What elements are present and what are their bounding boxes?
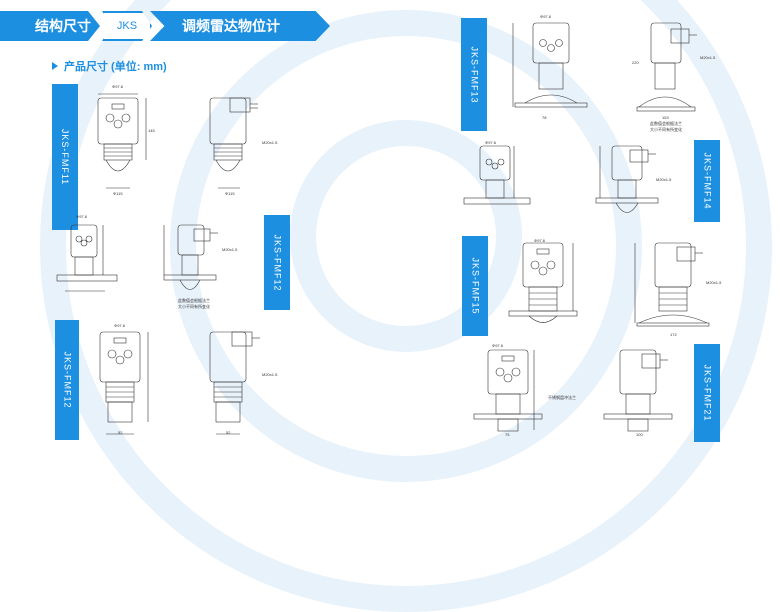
model-label-fmf15: JKS-FMF15	[462, 236, 488, 336]
drawing-fmf13-front	[512, 22, 588, 108]
dim-fmf12a-m20: M20x1.5	[222, 247, 238, 252]
drawing-fmf11-front	[97, 93, 147, 189]
note-stainless-flange: 不锈钢盘冲法兰	[548, 395, 576, 400]
note-flange-fmf12a: 此数值会根据法兰 大小不同有所变化	[178, 298, 210, 309]
drawing-fmf15-front	[508, 242, 578, 323]
dim-fmf12b-diameter: Φ97.6	[114, 323, 125, 328]
dim-fmf21-diameter: Φ97.6	[492, 343, 503, 348]
dim-fmf15-bottom: 172	[670, 332, 677, 337]
dim-fmf21-side-bottom: 100	[636, 432, 643, 437]
model-label-fmf21: JKS-FMF21	[694, 344, 720, 442]
dim-fmf14-m20: M20x1.5	[656, 177, 672, 182]
dim-fmf21-bottom: 75	[505, 432, 510, 437]
note-flange-fmf13: 此数值会根据法兰 大小不同有所变化	[650, 121, 682, 132]
model-label-fmf13: JKS-FMF13	[461, 18, 487, 131]
dim-fmf13-side-bottom: 153	[662, 115, 669, 120]
dim-fmf13-diameter: Φ97.6	[540, 14, 551, 19]
dim-fmf13-m20: M20x1.5	[700, 55, 716, 60]
drawing-fmf12b-side	[209, 331, 260, 435]
drawing-fmf14-front	[463, 145, 531, 205]
drawing-fmf21-front	[473, 349, 543, 432]
triangle-icon	[52, 62, 58, 70]
drawing-fmf12a-side	[163, 224, 218, 290]
drawing-fmf15-side	[634, 242, 710, 327]
header-product: 调频雷达物位计	[150, 11, 330, 41]
header-title: 结构尺寸	[0, 11, 100, 41]
dim-fmf11-side-bottom: Φ115	[225, 191, 235, 196]
dim-fmf12b-bottom: 52	[118, 430, 123, 435]
drawing-fmf21-side	[603, 349, 673, 432]
drawing-fmf12a-front	[56, 224, 118, 292]
dim-fmf14-diameter: Φ97.6	[485, 140, 496, 145]
model-label-fmf12a: JKS-FMF12	[264, 215, 290, 310]
dim-fmf13-height: 220	[632, 60, 639, 65]
section-subtitle: 产品尺寸 (单位: mm)	[52, 58, 167, 74]
dim-fmf12a-diameter: Φ97.6	[76, 214, 87, 219]
drawing-fmf14-side	[595, 145, 659, 213]
dim-fmf11-side-m20: M20x1.5	[262, 140, 278, 145]
header: 结构尺寸 JKS 调频雷达物位计	[0, 3, 780, 45]
dim-fmf12b-side-bottom: 52	[226, 430, 231, 435]
model-label-fmf11: JKS-FMF11	[52, 84, 78, 230]
dim-fmf11-diameter: Φ97.6	[112, 84, 123, 89]
header-tag: JKS	[102, 11, 152, 41]
dim-fmf13-bottom: 78	[542, 115, 547, 120]
model-label-fmf14: JKS-FMF14	[694, 140, 720, 222]
dim-fmf11-bottom: Φ115	[113, 191, 123, 196]
dim-fmf15-diameter: Φ97.6	[534, 238, 545, 243]
dim-fmf12b-m20: M20x1.5	[262, 372, 278, 377]
dim-fmf15-m20: M20x1.5	[706, 280, 722, 285]
drawing-fmf11-side	[209, 97, 258, 189]
dim-fmf11-height: 145	[148, 128, 155, 133]
section-subtitle-text: 产品尺寸 (单位: mm)	[64, 61, 167, 73]
model-label-fmf12b: JKS-FMF12	[55, 320, 79, 440]
drawing-fmf13-side	[636, 22, 697, 112]
drawing-fmf12b-front	[99, 331, 149, 435]
